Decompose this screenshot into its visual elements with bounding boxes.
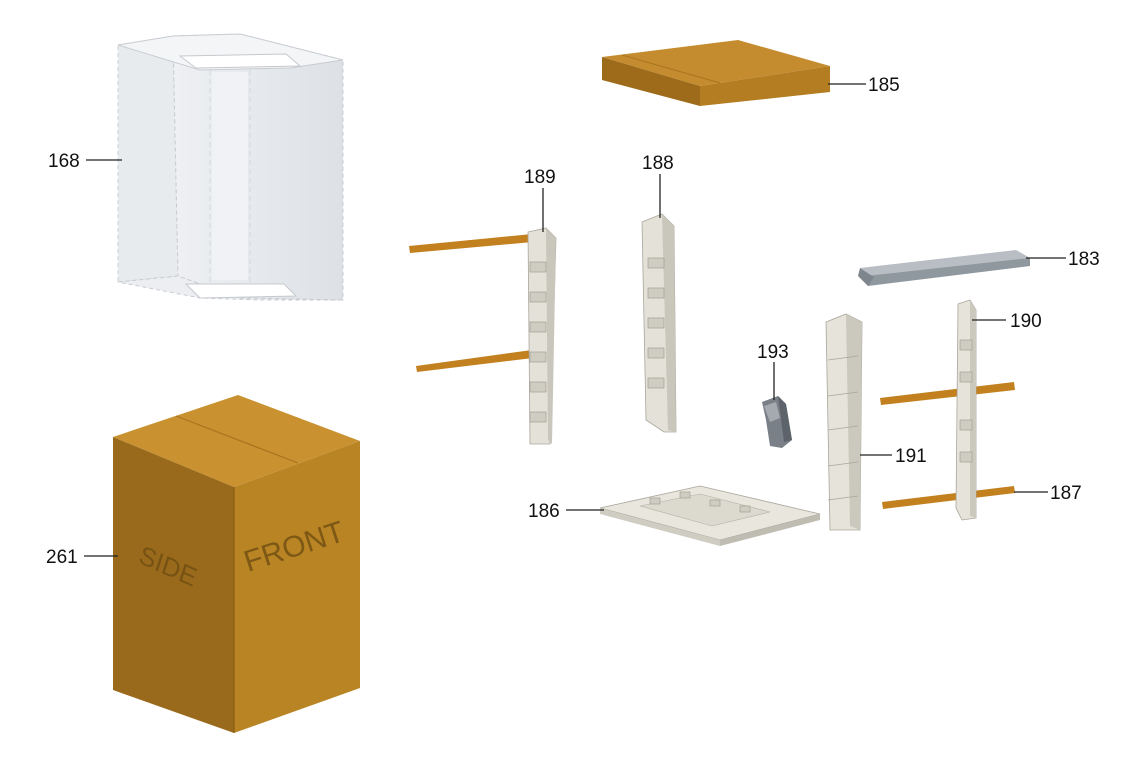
- part-186-foam-tray: [599, 485, 821, 546]
- callout-190: 190: [1010, 311, 1042, 332]
- part-188-foam-post: [641, 213, 677, 433]
- part-261-outer-carton: SIDE FRONT: [113, 395, 360, 733]
- part-189-foam-post: [527, 227, 557, 445]
- part-168-plastic-bag: [117, 33, 344, 301]
- callout-185: 185: [868, 75, 900, 96]
- part-185-top-pad: [602, 40, 830, 106]
- part-190-foam-post: [955, 299, 977, 521]
- part-191-foam-post: [825, 313, 863, 531]
- callout-168: 168: [48, 151, 80, 172]
- leader-lines: [84, 83, 1066, 557]
- callout-187: 187: [1050, 483, 1082, 504]
- part-193-small-block: [762, 396, 792, 448]
- callout-188: 188: [642, 153, 674, 174]
- callout-193: 193: [757, 342, 789, 363]
- callout-183: 183: [1068, 249, 1100, 270]
- callout-189: 189: [524, 167, 556, 188]
- part-183-bracket: [858, 250, 1030, 286]
- callout-186: 186: [528, 501, 560, 522]
- orange-rods: [409, 234, 1015, 509]
- callout-261: 261: [46, 547, 78, 568]
- callout-191: 191: [895, 446, 927, 467]
